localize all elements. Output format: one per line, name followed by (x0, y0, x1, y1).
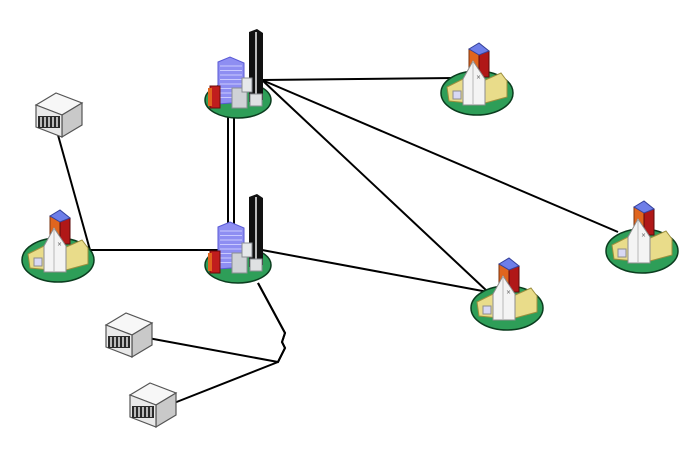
small-house (452, 90, 462, 100)
link-city-top-to-city-hub (227, 112, 235, 232)
small-house (482, 305, 492, 315)
white-church (627, 218, 651, 264)
blue-roof (468, 42, 490, 56)
blue-roof (633, 200, 655, 214)
small-house (617, 248, 627, 258)
orange-block (208, 88, 212, 106)
white-church (43, 227, 67, 273)
church-cross-icon: × (641, 232, 646, 239)
link-city-top-to-town-right (261, 79, 619, 233)
gray-block-right (249, 258, 263, 272)
blue-roof (49, 209, 71, 223)
gray-block (231, 252, 248, 274)
church-cross-icon: × (57, 241, 62, 248)
gray-block-upper (241, 77, 253, 93)
link-city-top-to-town-top-right-line (261, 77, 456, 81)
gray-block (231, 87, 248, 109)
node-server-top-left[interactable] (34, 92, 84, 139)
link-city-top-to-town-top-right (261, 77, 456, 81)
node-town-top-right[interactable]: × (440, 42, 514, 116)
node-town-left[interactable]: × (21, 209, 95, 283)
church-cross-icon: × (476, 74, 481, 81)
link-town-left-to-server-top-left-line (57, 134, 91, 251)
node-city-hub[interactable] (204, 194, 272, 284)
white-church (462, 60, 486, 106)
node-city-top[interactable] (204, 29, 272, 119)
orange-block (208, 253, 212, 271)
link-city-hub-to-server-bottom-2-bus (173, 282, 287, 404)
nodes-layer: × × × × (21, 29, 679, 429)
node-server-bottom-1[interactable] (104, 312, 154, 359)
link-city-top-to-town-right-line (261, 79, 619, 233)
node-town-right[interactable]: × (605, 200, 679, 274)
gray-block-upper (241, 242, 253, 258)
link-city-hub-to-town-mid-right-line (261, 249, 489, 293)
link-city-top-to-town-mid-right (261, 79, 489, 293)
link-city-hub-to-town-mid-right (261, 249, 489, 293)
node-server-bottom-2[interactable] (128, 382, 178, 429)
gray-block-right (249, 93, 263, 107)
links-layer (57, 77, 619, 404)
node-town-mid-right[interactable]: × (470, 257, 544, 331)
link-city-hub-to-server-bottom-2 (173, 282, 287, 404)
blue-roof (498, 257, 520, 271)
white-church (492, 275, 516, 321)
link-city-top-to-town-mid-right-line (261, 79, 489, 293)
small-house (33, 257, 43, 267)
church-cross-icon: × (506, 289, 511, 296)
link-town-left-to-server-top-left (57, 134, 91, 251)
